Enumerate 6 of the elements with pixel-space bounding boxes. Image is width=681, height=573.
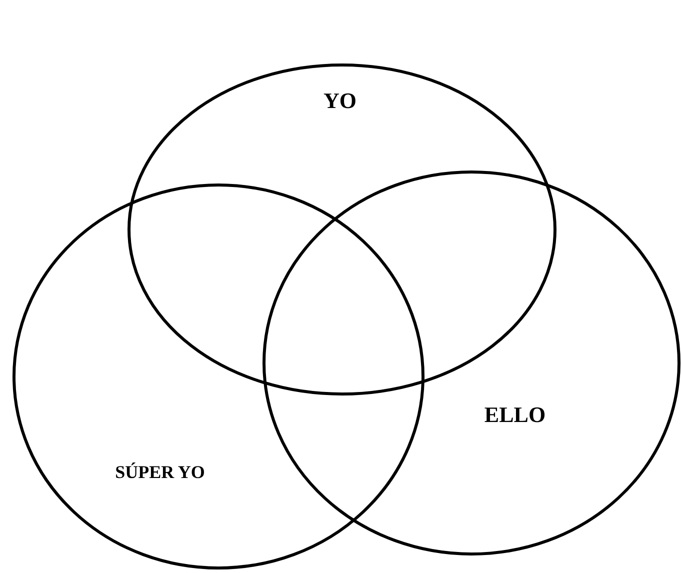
venn-circle: [127, 63, 557, 396]
venn-circle: [262, 170, 681, 556]
circle-label: YO: [324, 90, 356, 112]
circle-label: ELLO: [484, 404, 546, 426]
venn-circle: [12, 183, 425, 570]
circle-label: SÚPER YO: [115, 463, 205, 481]
